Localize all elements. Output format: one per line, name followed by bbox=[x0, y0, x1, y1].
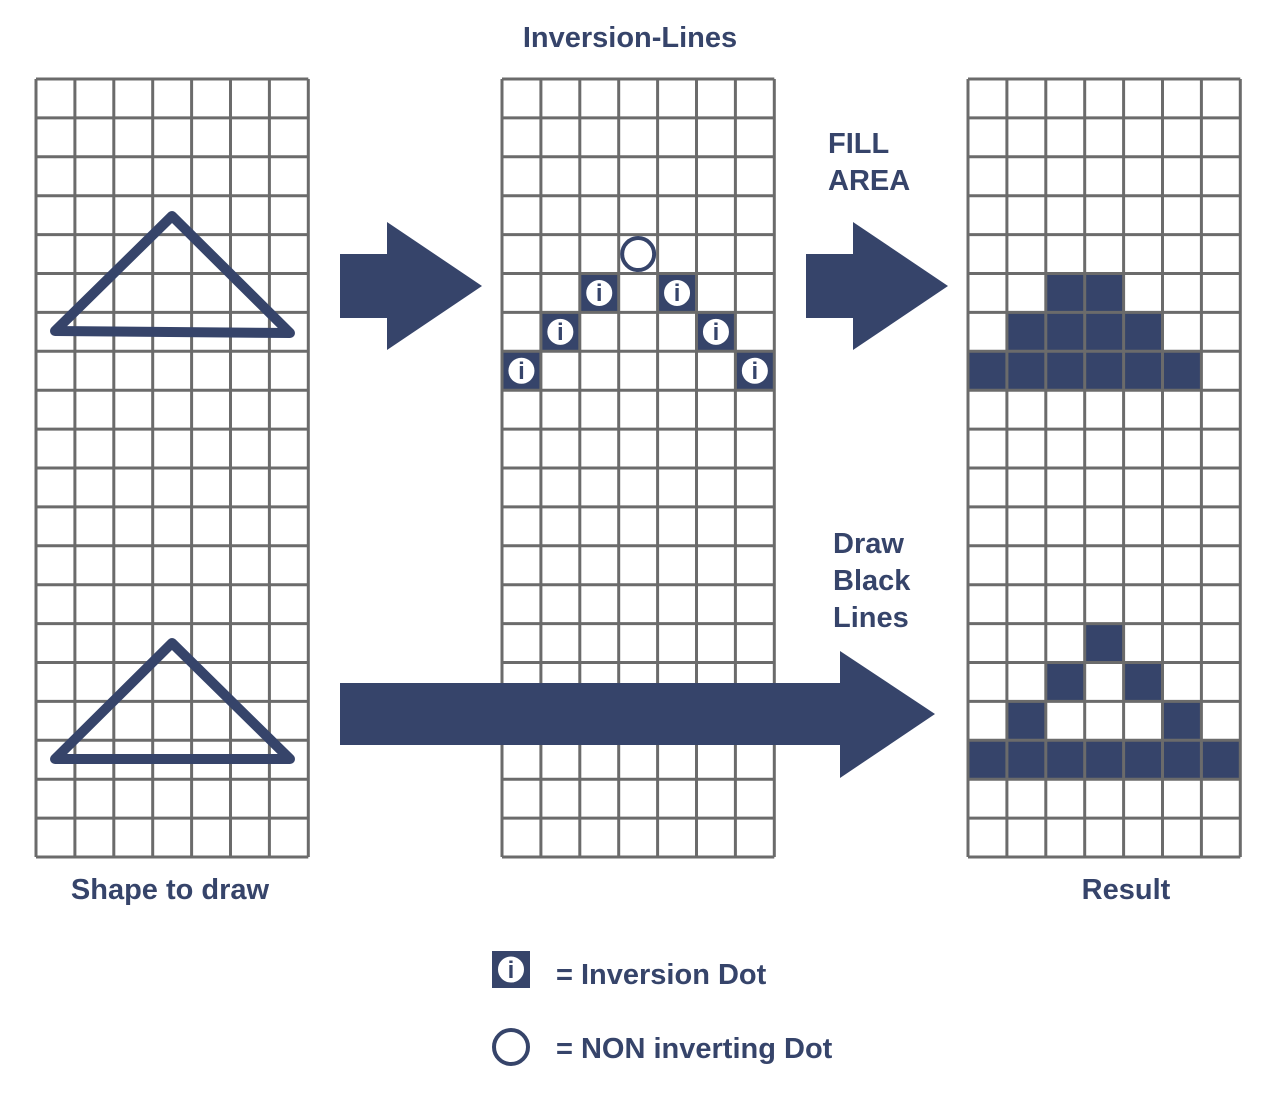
result-grid bbox=[966, 77, 1242, 859]
inversion-dot: i bbox=[584, 277, 615, 308]
legend-inversion-text: = Inversion Dot bbox=[556, 959, 767, 991]
fill-result-cell bbox=[1084, 273, 1125, 313]
inversion-dot: i bbox=[700, 316, 731, 347]
line-result-cell bbox=[1162, 701, 1202, 741]
inversion-dot-circle bbox=[584, 277, 615, 308]
diagram-title: Inversion-Lines bbox=[523, 22, 737, 54]
arrow-draw-lines bbox=[340, 651, 935, 778]
shape-grid bbox=[34, 77, 310, 859]
inversion-dot: i bbox=[506, 355, 537, 386]
line-result-cell bbox=[1201, 740, 1241, 780]
line-result-cell bbox=[1084, 740, 1125, 780]
legend-non-inverting-dot-icon bbox=[492, 1028, 530, 1066]
inversion-dot-circle bbox=[545, 316, 576, 347]
fill-result-cell bbox=[1084, 312, 1125, 352]
fill-result-cell bbox=[1045, 312, 1086, 352]
inversion-dot-circle bbox=[739, 355, 770, 386]
line-result-cell bbox=[968, 740, 1008, 780]
line-result-cell bbox=[1006, 701, 1047, 741]
legend: i = Inversion Dot = NON inverting Dot bbox=[492, 951, 833, 1066]
legend-inversion-symbol: i bbox=[508, 957, 515, 984]
inversion-dot-symbol: i bbox=[557, 319, 564, 346]
fill-result-cell bbox=[1006, 312, 1047, 352]
fill-result-cell bbox=[1162, 351, 1202, 391]
line-result-cell bbox=[1045, 662, 1086, 702]
triangle-shape-top bbox=[50, 211, 295, 338]
fill-result-cell bbox=[968, 351, 1008, 391]
fill-area-label-line2: AREA bbox=[828, 165, 910, 197]
draw-lines-label-line2: Black bbox=[833, 565, 911, 597]
inversion-dot-symbol: i bbox=[752, 358, 759, 385]
fill-result-cell bbox=[1045, 273, 1086, 313]
line-result-cell bbox=[1006, 740, 1047, 780]
fill-result-cell bbox=[1123, 351, 1164, 391]
line-result-cell bbox=[1084, 623, 1125, 664]
inversion-dot-symbol: i bbox=[596, 280, 603, 307]
line-result-cell bbox=[1162, 740, 1202, 780]
inversion-dot: i bbox=[662, 277, 693, 308]
shape-to-draw-label: Shape to draw bbox=[71, 874, 270, 906]
line-result-cell bbox=[1123, 662, 1164, 702]
fill-result-cell bbox=[1084, 351, 1125, 391]
inversion-grid: i i i i i i bbox=[500, 77, 776, 859]
fill-result-cell bbox=[1045, 351, 1086, 391]
result-label: Result bbox=[1082, 874, 1171, 906]
inversion-dot-circle bbox=[662, 277, 693, 308]
arrow-fill-area bbox=[806, 222, 948, 350]
inversion-dot-circle bbox=[700, 316, 731, 347]
fill-result-cell bbox=[1006, 351, 1047, 391]
triangle-shape-bottom bbox=[50, 638, 295, 764]
legend-non-inverting-text: = NON inverting Dot bbox=[556, 1033, 833, 1065]
arrow-to-inversion bbox=[340, 222, 482, 350]
inversion-dot: i bbox=[545, 316, 576, 347]
inversion-dot: i bbox=[739, 355, 770, 386]
inversion-dot-circle bbox=[506, 355, 537, 386]
draw-lines-label-line3: Lines bbox=[833, 602, 909, 634]
line-result-cell bbox=[1123, 740, 1164, 780]
draw-lines-label-line1: Draw bbox=[833, 528, 904, 560]
fill-area-label-line1: FILL bbox=[828, 128, 889, 160]
fill-result-cell bbox=[1123, 312, 1164, 352]
line-result-cell bbox=[1045, 740, 1086, 780]
inversion-dot-symbol: i bbox=[674, 280, 681, 307]
inversion-dot-symbol: i bbox=[518, 358, 525, 385]
non-inverting-dot bbox=[620, 236, 657, 273]
inversion-dot-symbol: i bbox=[713, 319, 720, 346]
